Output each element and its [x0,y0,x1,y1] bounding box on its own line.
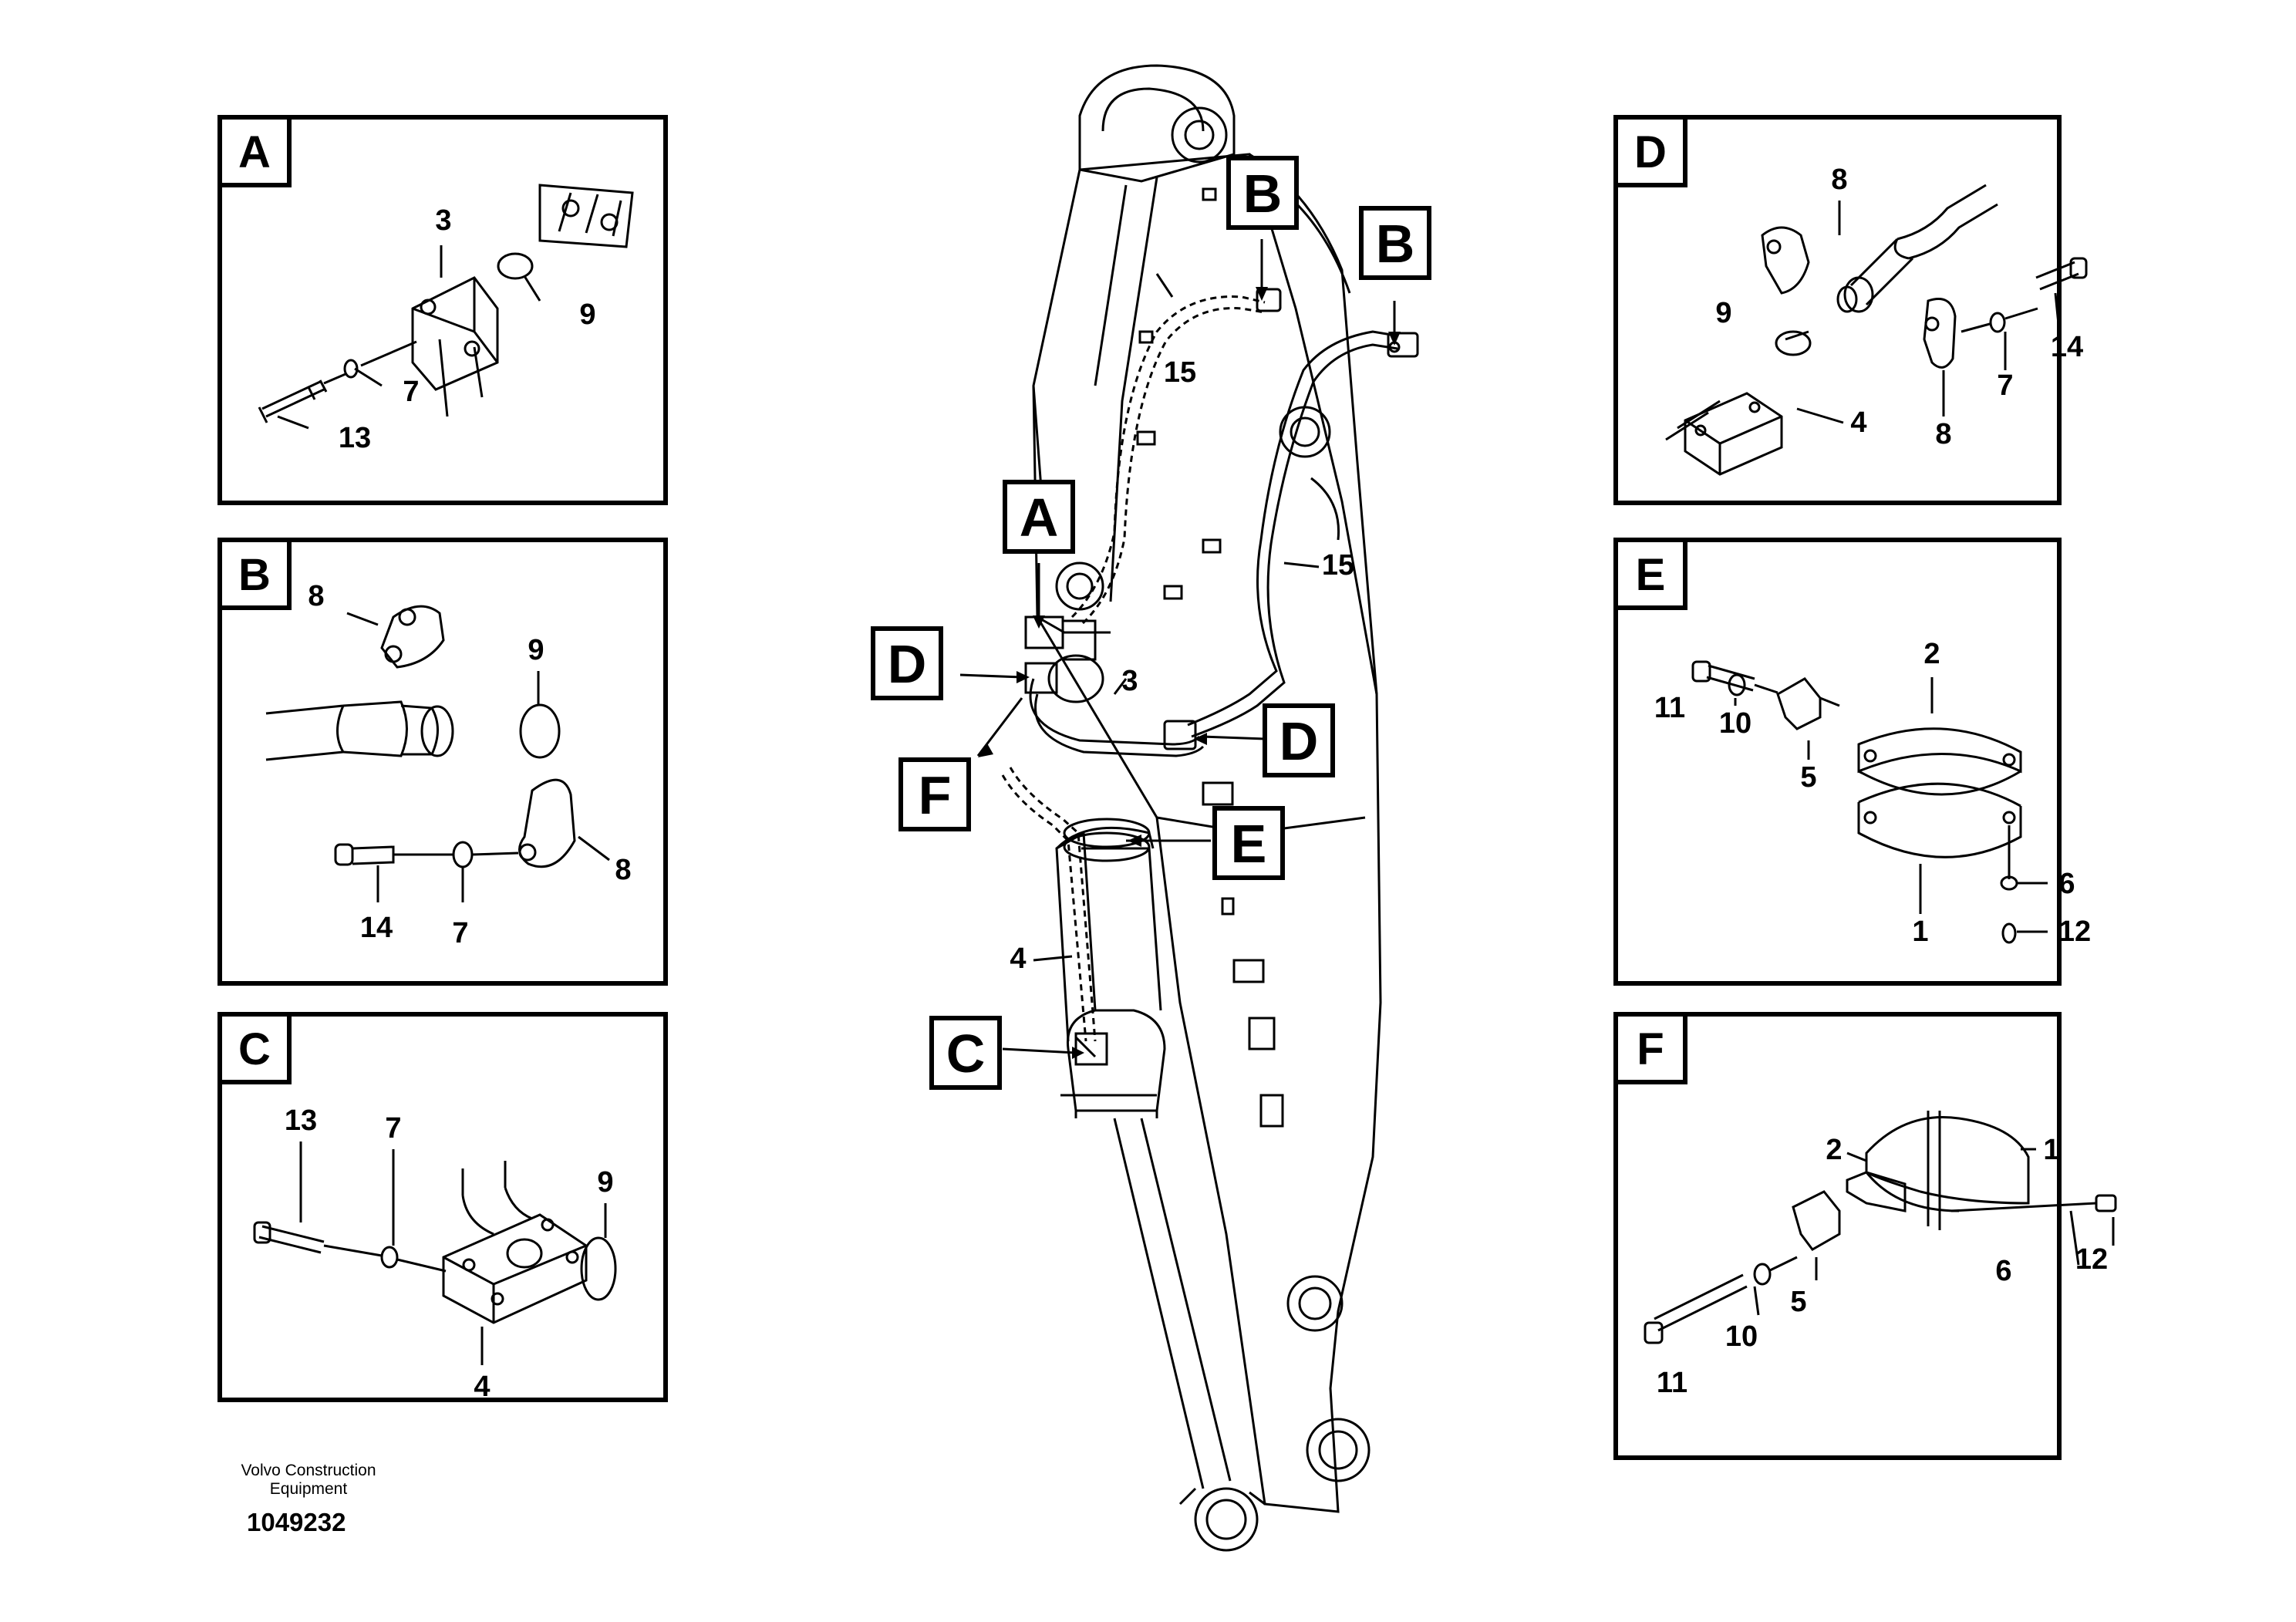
panel-d-label-4: 4 [1850,406,1866,439]
panel-f-label-12: 12 [2075,1243,2108,1276]
callout-e: E [1231,814,1267,874]
main-leaders [959,239,1396,1054]
panel-b-label-14: 14 [360,912,393,944]
panel-a-label-9: 9 [579,298,595,331]
panel-e-label-11: 11 [1654,692,1685,724]
brand-line-1: Volvo Construction [241,1462,376,1479]
callout-f-box [899,757,971,831]
panel-d-label-8: 8 [1831,164,1847,196]
panel-f-letter: F [1637,1024,1664,1074]
brand-line-2: Equipment [269,1480,348,1498]
callout-arrowheads [978,287,1401,1059]
panel-d-label-14: 14 [2051,331,2083,363]
panel-a-label-3: 3 [435,204,451,237]
callout-a: A [1020,487,1059,548]
main-label-15-2: 15 [1322,549,1354,582]
panel-f-label-5: 5 [1790,1286,1806,1318]
panel-e [1613,538,2062,986]
panel-d [1613,115,2088,505]
callout-c: C [946,1023,986,1084]
panel-d-label-8-2: 8 [1935,418,1951,450]
panel-c [217,1012,668,1402]
main-label-3: 3 [1121,665,1138,697]
boom-assembly [1001,64,1419,1552]
panel-e-label-1: 1 [1912,916,1928,948]
callout-b-box [1226,156,1299,230]
panel-d-label-9: 9 [1715,297,1731,329]
panel-b [217,538,668,986]
callout-e-box [1212,806,1285,880]
callout-d-box [871,626,943,700]
panel-a-label-13: 13 [339,422,371,454]
panel-a-label-7: 7 [403,376,419,408]
panel-b-letter: B [238,550,271,600]
main-label-15: 15 [1164,356,1196,389]
callout-d: D [888,634,927,694]
panel-c-letter: C [238,1024,271,1074]
panel-e-label-2: 2 [1923,638,1940,670]
panel-e-label-12: 12 [2058,916,2091,948]
callout-c-box [929,1016,1002,1090]
panel-f-label-1: 1 [2043,1134,2059,1166]
drawing-number: 1049232 [247,1508,346,1536]
panel-b-label-8: 8 [308,580,324,612]
panel-d-label-7: 7 [1997,369,2013,402]
panel-d-letter: D [1634,127,1667,177]
footer: Volvo Construction Equipment 1049232 [193,1462,424,1537]
panel-f [1613,1012,2117,1460]
callout-b-box-2 [1359,206,1431,280]
callout-b-2: B [1376,214,1415,274]
panel-a-letter: A [238,127,271,177]
panel-c-label-7: 7 [385,1112,401,1145]
callout-b: B [1243,164,1283,224]
main-label-4: 4 [1010,943,1026,975]
panel-f-label-2: 2 [1826,1134,1842,1166]
panel-f-label-6: 6 [1995,1255,2011,1287]
panel-b-label-8-2: 8 [615,854,631,886]
panel-f-label-10: 10 [1725,1320,1758,1353]
panel-c-label-9: 9 [597,1166,613,1199]
panel-e-label-5: 5 [1800,761,1816,794]
panel-b-label-7: 7 [452,917,468,949]
panel-e-letter: E [1636,550,1666,600]
callout-a-box [1003,480,1075,554]
callout-d-box-2 [1263,703,1335,777]
panel-f-label-11: 11 [1657,1367,1687,1399]
panel-c-label-4: 4 [474,1371,490,1403]
panel-e-label-10: 10 [1719,707,1752,740]
panel-a [217,115,668,505]
panel-e-label-6: 6 [2058,868,2075,900]
callout-f: F [919,765,952,825]
callout-d-2: D [1279,711,1319,771]
panel-c-label-13: 13 [285,1104,317,1137]
panel-b-label-9: 9 [528,634,544,666]
